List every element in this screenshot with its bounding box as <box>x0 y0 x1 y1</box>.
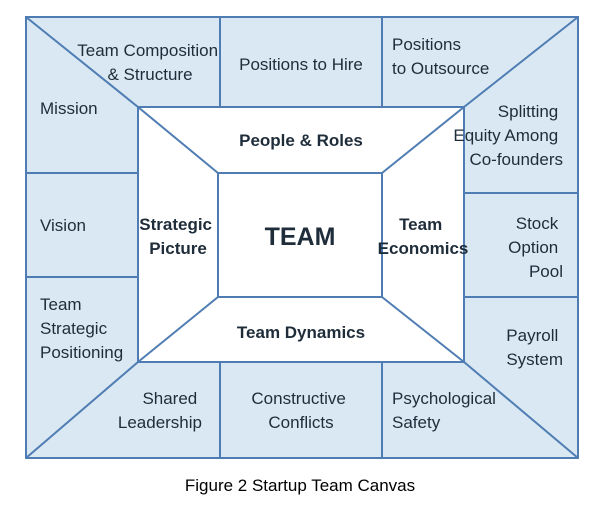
label-people-roles: People & Roles <box>239 131 363 150</box>
figure-caption: Figure 2 Startup Team Canvas <box>184 476 416 495</box>
label-constructive-conflicts: Constructive Conflicts <box>251 389 350 432</box>
label-positions-to-hire: Positions to Hire <box>239 55 363 74</box>
label-vision: Vision <box>40 216 86 235</box>
label-shared-leadership: Shared Leadership <box>118 389 202 432</box>
label-positions-to-outsource: Positions to Outsource <box>392 35 489 78</box>
label-team-strategic-positioning: Team Strategic Positioning <box>40 295 123 362</box>
label-team-center: TEAM <box>265 223 336 251</box>
team-canvas-diagram: Team Composition & Structure Positions t… <box>25 16 579 459</box>
label-splitting-equity: Splitting Equity Among Co-founders <box>453 102 563 169</box>
label-team-dynamics: Team Dynamics <box>237 323 365 342</box>
label-team-economics: Team Economics <box>378 215 469 258</box>
label-strategic-picture: Strategic Picture <box>139 215 216 258</box>
inner-diagonals <box>137 106 465 363</box>
label-team-composition: Team Composition & Structure <box>77 41 223 84</box>
label-payroll-system: Payroll System <box>506 326 563 369</box>
center-box <box>217 172 383 298</box>
label-stock-option-pool: Stock Option Pool <box>508 214 563 281</box>
label-psychological-safety: Psychological Safety <box>392 389 501 432</box>
outer-grid-lines <box>25 16 579 459</box>
label-mission: Mission <box>40 99 98 118</box>
